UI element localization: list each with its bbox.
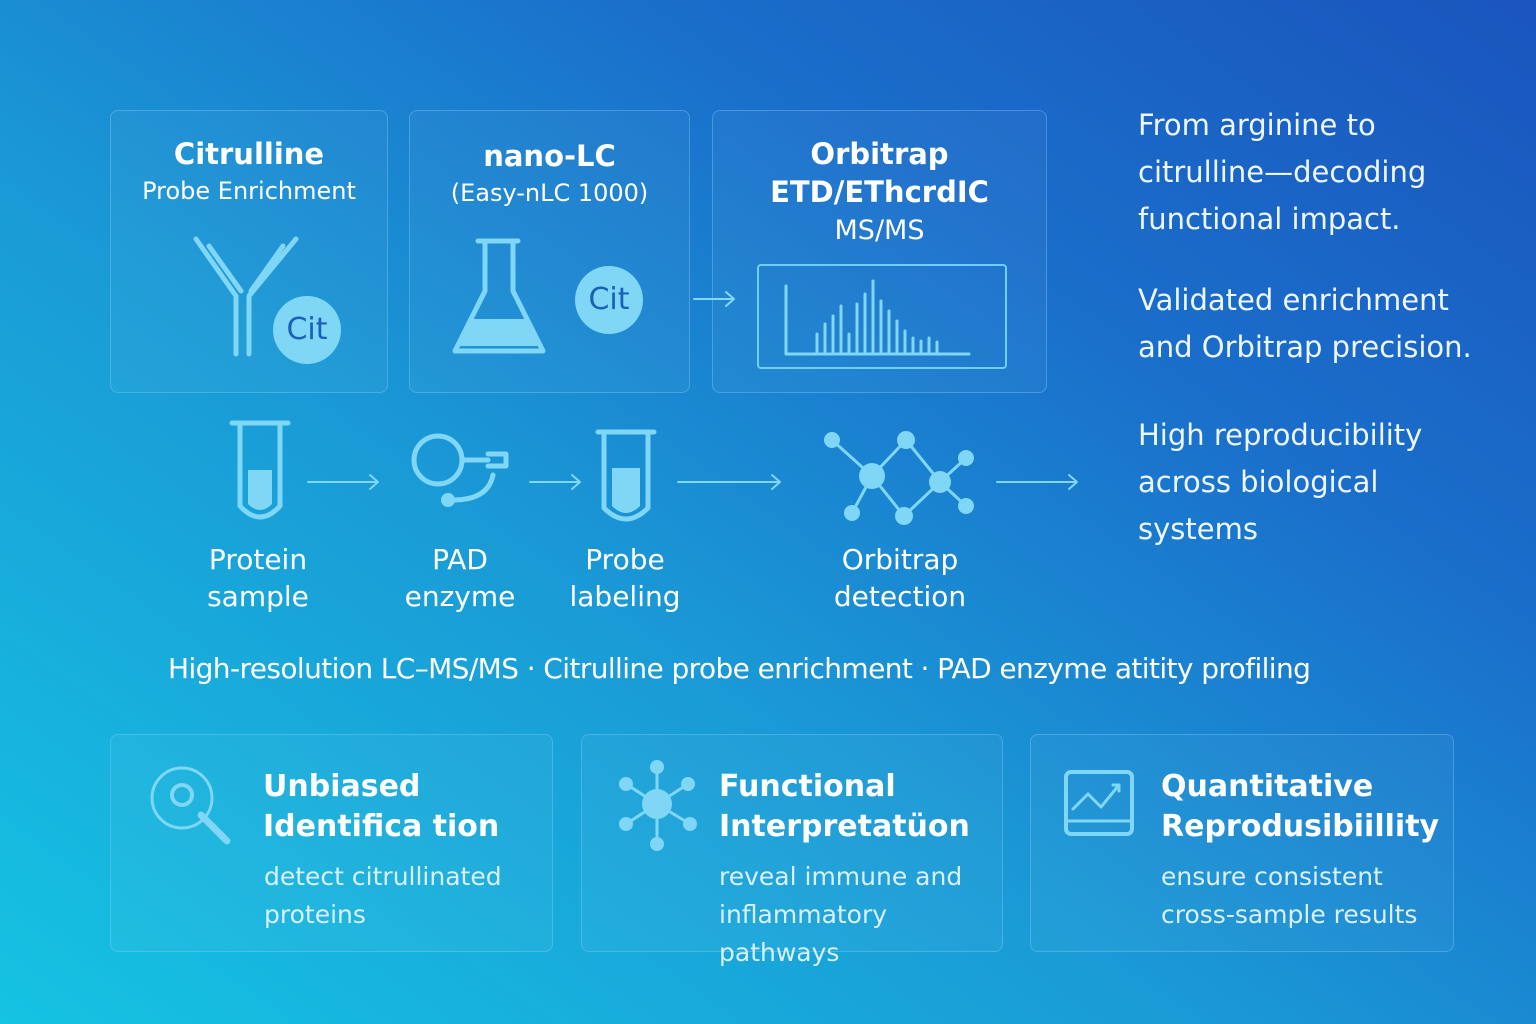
side-line: High reproducibility — [1138, 418, 1423, 452]
side-line: From arginine to — [1138, 108, 1376, 142]
panel-title: Citrulline — [173, 137, 325, 171]
step-label: Orbitrap — [841, 543, 959, 576]
feature-title: Unbiased — [263, 769, 421, 804]
side-text-impact: From arginine to citrulline—decoding funct… — [1138, 102, 1426, 243]
step-label: PAD — [432, 543, 488, 576]
step-orbitrap-detection: Orbitrap detection — [800, 541, 1000, 615]
panel-title: nano-LC — [483, 139, 616, 173]
panel-citrulline-enrichment: Citrulline Probe Enrichment Cit — [110, 110, 388, 393]
arrow-icon — [529, 474, 581, 490]
magnifier-icon — [150, 766, 231, 845]
panel-orbitrap: Orbitrap ETD/EThcrdIC MS/MS — [712, 110, 1047, 393]
panel-subtitle: (Easy-nLC 1000) — [450, 179, 649, 207]
cit-badge: Cit — [575, 266, 643, 334]
feature-desc: ensure consistent — [1161, 862, 1383, 891]
feature-functional-interpretation: Functional Interpretatüon reveal immune … — [581, 734, 1003, 967]
network-hub-icon — [619, 760, 697, 851]
side-line: across biological — [1138, 465, 1379, 499]
panel-subtitle: MS/MS — [834, 215, 925, 246]
side-text-validated: Validated enrichment and Orbitrap precisi… — [1138, 277, 1472, 371]
side-line: and Orbitrap precision. — [1138, 330, 1472, 364]
side-text-reproducibility: High reproducibility across biological sys… — [1138, 412, 1422, 553]
feature-title: Identifica tion — [263, 809, 500, 844]
side-line: Validated enrichment — [1138, 283, 1449, 317]
step-label: detection — [833, 580, 967, 613]
feature-quantitative-reproducibility: Quantitative Reprodusibiillity ensure co… — [1030, 734, 1454, 952]
step-probe-labeling: Probe labeling — [525, 541, 725, 615]
monitor-chart-icon — [1064, 770, 1134, 836]
side-line: functional impact. — [1138, 202, 1401, 236]
step-label: Probe — [585, 543, 665, 576]
step-pad-enzyme: PAD enzyme — [360, 541, 560, 615]
antibody-icon — [193, 236, 299, 357]
flask-icon — [452, 238, 546, 354]
panel-title: Orbitrap — [810, 137, 949, 171]
feature-title: Interpretatüon — [719, 809, 970, 844]
molecule-network-icon — [824, 431, 974, 525]
step-label: labeling — [569, 580, 681, 613]
cit-badge: Cit — [273, 296, 341, 364]
step-label: sample — [207, 580, 309, 613]
step-label: Protein — [208, 543, 308, 576]
feature-unbiased-identification: Unbiased Identifica tion detect citrulli… — [110, 734, 553, 952]
side-line: systems — [1138, 512, 1258, 546]
feature-desc: detect citrullinated — [264, 862, 502, 891]
feature-desc: reveal immune and — [719, 862, 963, 891]
tagline: High-resolution LC–MS/MS · Citrulline pr… — [168, 652, 1311, 685]
step-protein-sample: Protein sample — [158, 541, 358, 615]
side-line: citrulline—decoding — [1138, 155, 1427, 189]
test-tube-icon — [595, 429, 657, 522]
spectrum-chart-icon — [757, 264, 1007, 369]
panel-subtitle: Probe Enrichment — [142, 177, 356, 205]
enzyme-icon — [411, 433, 509, 507]
arrow-icon — [677, 474, 781, 490]
feature-desc: inflammatory pathways — [719, 900, 888, 967]
arrow-icon — [996, 474, 1078, 490]
feature-title: Reprodusibiillity — [1161, 809, 1440, 844]
test-tube-icon — [229, 420, 291, 520]
feature-title: Quantitative — [1161, 769, 1374, 804]
step-label: enzyme — [404, 580, 516, 613]
feature-desc: proteins — [264, 900, 366, 929]
feature-desc: cross-sample results — [1161, 900, 1418, 929]
panel-title-2: ETD/EThcrdIC — [770, 175, 989, 209]
arrow-icon — [307, 474, 379, 490]
feature-title: Functional — [719, 769, 896, 804]
arrow-icon — [693, 291, 735, 307]
panel-nano-lc: nano-LC (Easy-nLC 1000) Cit — [409, 110, 690, 393]
